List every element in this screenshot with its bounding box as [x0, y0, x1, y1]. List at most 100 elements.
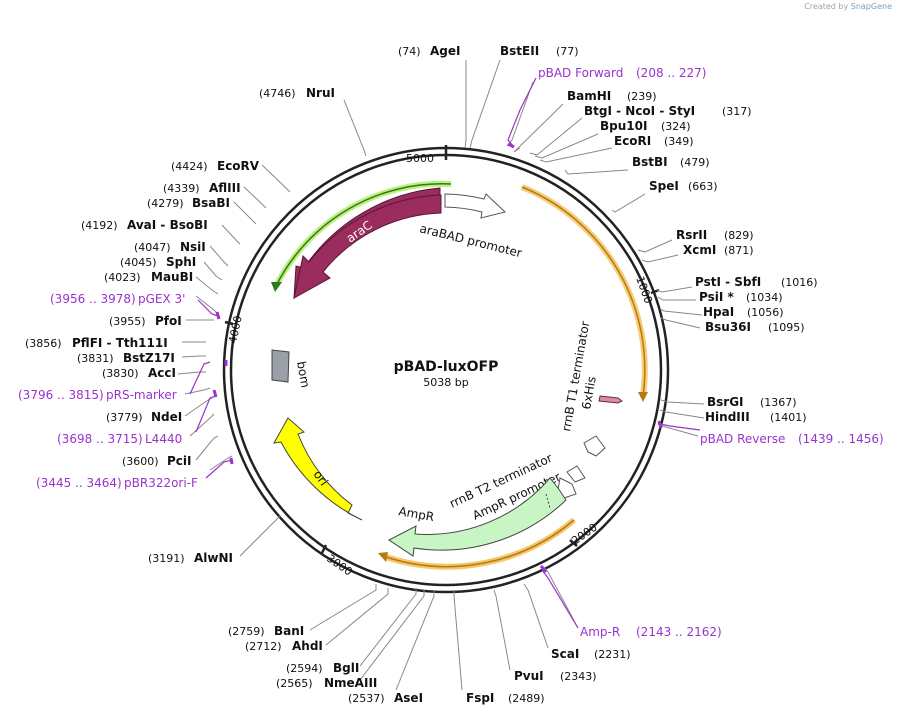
- site-pos-PvuI: (2343): [560, 670, 597, 683]
- site-name-BtgI: BtgI - NcoI - StyI: [584, 104, 695, 118]
- leader-lines: [177, 59, 705, 691]
- site-pos-MauBI: (4023): [104, 271, 141, 284]
- site-pos-RsrII: (829): [724, 229, 754, 242]
- feature-bottom-orange: [385, 519, 575, 568]
- primer-pos-L4440: (3698 .. 3715): [57, 432, 143, 446]
- feature-rrnBT1: [583, 435, 606, 457]
- site-pos-SpeI: (663): [688, 180, 718, 193]
- feature-label-araBAD: araBAD promoter: [418, 221, 523, 260]
- site-pos-NruI: (4746): [259, 87, 296, 100]
- site-pos-EcoRI: (349): [664, 135, 694, 148]
- primer-pos-Amp-R: (2143 .. 2162): [636, 625, 722, 639]
- site-pos-NsiI: (4047): [134, 241, 171, 254]
- site-pos-BstEII: (77): [556, 45, 579, 58]
- feature-ori: [273, 417, 363, 521]
- site-name-NruI: NruI: [306, 86, 335, 100]
- feature-bom: [271, 349, 290, 383]
- site-pos-XcmI: (871): [724, 244, 754, 257]
- feature-araC-body: [293, 194, 442, 299]
- site-name-BanI: BanI: [274, 624, 304, 638]
- feature-label-bom: bom: [294, 360, 312, 389]
- feature-bottom-orange-arrowhead: [378, 552, 388, 562]
- site-name-ScaI: ScaI: [551, 647, 579, 661]
- site-pos-PfoI: (3955): [109, 315, 146, 328]
- site-pos-BglI: (2594): [286, 662, 323, 675]
- tick-label-4000: 4000: [226, 315, 245, 345]
- site-name-XcmI: XcmI: [683, 243, 716, 257]
- primer-name-pBAD-reverse: pBAD Reverse: [700, 432, 785, 446]
- snapgene-logo-icon: SnapGene: [850, 2, 892, 11]
- primer-name-pBR322ori-F: pBR322ori-F: [124, 476, 198, 490]
- site-name-EcoRV: EcoRV: [217, 159, 260, 173]
- site-pos-BtgI: (317): [722, 105, 752, 118]
- primer-pos-pRS-marker: (3796 .. 3815): [18, 388, 104, 402]
- site-name-BglI: BglI: [333, 661, 359, 675]
- feature-green-arrowhead: [271, 282, 282, 292]
- feature-araBAD-promoter: [444, 193, 507, 219]
- site-pos-NdeI: (3779): [106, 411, 143, 424]
- site-pos-Bsu36I: (1095): [768, 321, 805, 334]
- tick-2000: [569, 539, 578, 547]
- site-pos-HpaI: (1056): [747, 306, 784, 319]
- site-name-FspI: FspI: [466, 691, 494, 705]
- site-name-HpaI: HpaI: [703, 305, 734, 319]
- primer-name-pBAD-forward: pBAD Forward: [538, 66, 623, 80]
- feature-AmpR-divider: [545, 493, 551, 509]
- site-pos-PciI: (3600): [122, 455, 159, 468]
- plasmid-length: 5038 bp: [423, 376, 468, 389]
- site-name-RsrII: RsrII: [676, 228, 707, 242]
- site-pos-BstZ17I: (3831): [77, 352, 114, 365]
- site-name-BstBI: BstBI: [632, 155, 668, 169]
- site-name-PvuI: PvuI: [514, 669, 544, 683]
- feature-AmpR: [388, 477, 567, 557]
- site-name-BsaBI: BsaBI: [192, 196, 230, 210]
- site-pos-PsiI: (1034): [746, 291, 783, 304]
- site-name-PciI: PciI: [167, 454, 192, 468]
- site-name-PsiI: PsiI *: [699, 290, 734, 304]
- site-name-PstI: PstI - SbfI: [695, 275, 761, 289]
- site-name-PflFI: PflFI - Tth111I: [72, 336, 168, 350]
- site-name-NmeAIII: NmeAIII: [324, 676, 377, 690]
- site-pos-AvaI: (4192): [81, 219, 118, 232]
- site-name-Bpu10I: Bpu10I: [600, 119, 647, 133]
- site-name-AseI: AseI: [394, 691, 423, 705]
- primer-name-pRS-marker: pRS-marker: [106, 388, 177, 402]
- site-pos-NmeAIII: (2565): [276, 677, 313, 690]
- site-pos-PstI: (1016): [781, 276, 818, 289]
- snapgene-credit: Created by SnapGene: [804, 2, 892, 11]
- tick-label-5000: 5000: [406, 152, 434, 165]
- site-pos-ScaI: (2231): [594, 648, 631, 661]
- site-pos-AgeI: (74): [398, 45, 421, 58]
- primer-ticks: [212, 142, 663, 573]
- site-pos-PflFI: (3856): [25, 337, 62, 350]
- primer-name-Amp-R: Amp-R: [580, 625, 620, 639]
- site-name-AccI: AccI: [148, 366, 176, 380]
- site-name-AflIII: AflIII: [209, 181, 241, 195]
- site-pos-AccI: (3830): [102, 367, 139, 380]
- site-pos-AlwNI: (3191): [148, 552, 185, 565]
- site-pos-BstBI: (479): [680, 156, 710, 169]
- feature-label-6xHis: 6xHis: [579, 375, 599, 410]
- site-pos-BanI: (2759): [228, 625, 265, 638]
- primer-name-L4440: L4440: [145, 432, 182, 446]
- tick-label-1000: 1000: [633, 275, 655, 306]
- site-name-BsrGI: BsrGI: [707, 395, 744, 409]
- site-pos-AhdI: (2712): [245, 640, 282, 653]
- site-pos-EcoRV: (4424): [171, 160, 208, 173]
- tick-4000: [224, 320, 234, 326]
- site-name-AgeI: AgeI: [430, 44, 460, 58]
- feature-rrnBT2: [566, 465, 586, 483]
- site-pos-AflIII: (4339): [163, 182, 200, 195]
- tick-3000: [320, 544, 328, 554]
- primer-name-pGEX3: pGEX 3': [138, 292, 185, 306]
- site-name-MauBI: MauBI: [151, 270, 193, 284]
- site-name-Bsu36I: Bsu36I: [705, 320, 751, 334]
- site-name-HindIII: HindIII: [705, 410, 750, 424]
- primer-pos-pGEX3: (3956 .. 3978): [50, 292, 136, 306]
- site-pos-HindIII: (1401): [770, 411, 807, 424]
- site-name-NdeI: NdeI: [151, 410, 182, 424]
- site-name-AlwNI: AlwNI: [194, 551, 233, 565]
- feature-orange-arrowhead: [638, 392, 648, 402]
- site-pos-SphI: (4045): [120, 256, 157, 269]
